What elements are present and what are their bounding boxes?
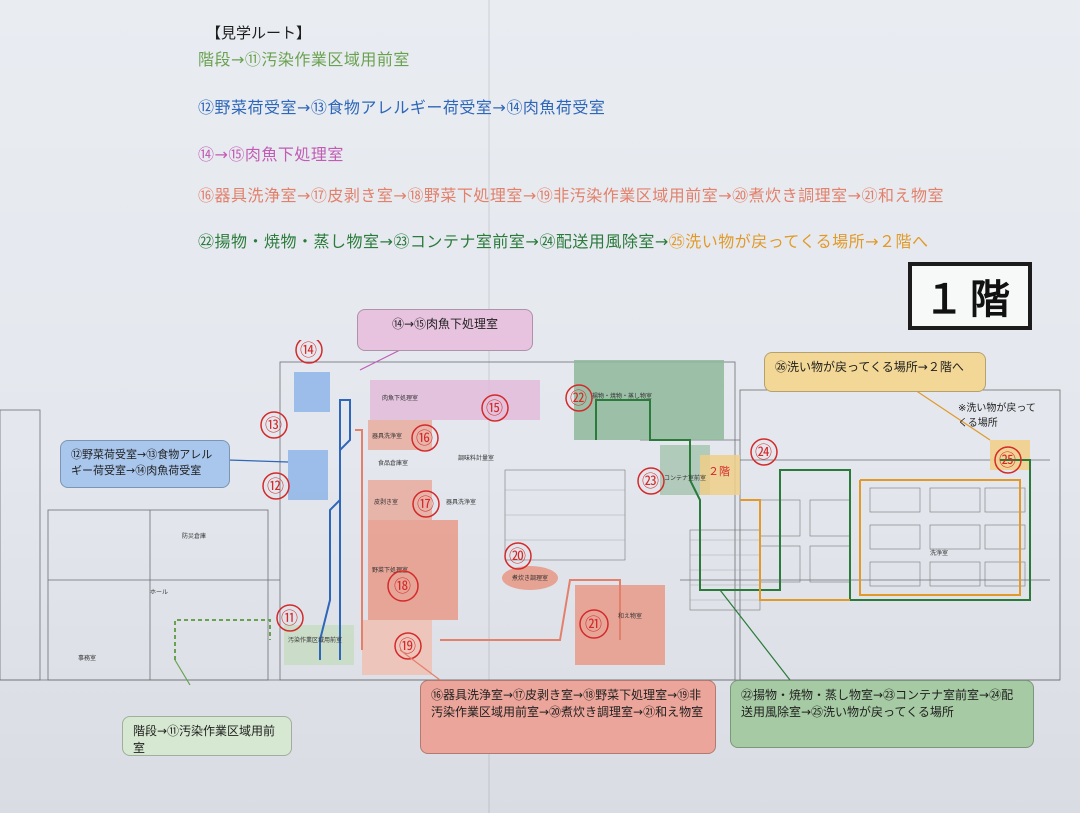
- marker-15: ⑮: [486, 399, 503, 419]
- callout-meat-fish: ⑭→⑮肉魚下処理室: [357, 309, 533, 351]
- label-cook: 煮炊き調理室: [512, 574, 548, 582]
- label-seasoning: 調味料計量室: [458, 454, 494, 462]
- route-line-receiving: ⑫野菜荷受室→⑬食物アレルギー荷受室→⑭肉魚荷受室: [198, 98, 606, 117]
- label-two-floor: ２階: [708, 464, 730, 478]
- label-veg-pre: 野菜下処理室: [372, 566, 408, 574]
- room-meat-pre: [370, 380, 540, 420]
- label-peel: 皮剥き室: [374, 498, 398, 506]
- marker-16: ⑯: [416, 429, 433, 449]
- room-meat-fish-receiving: [294, 372, 330, 412]
- label-equip-wash: 器具洗浄室: [446, 498, 476, 506]
- label-meat-pre: 肉魚下処理室: [382, 394, 418, 402]
- marker-21: ㉑: [585, 615, 602, 635]
- route-line-stairs: 階段→⑪汚染作業区域用前室: [198, 50, 410, 69]
- label-wash: 洗浄室: [930, 549, 948, 557]
- marker-23: ㉓: [642, 472, 659, 492]
- label-aemono: 和え物室: [618, 612, 642, 620]
- callout-return-top: ㉖洗い物が戻ってくる場所→２階へ: [764, 352, 986, 392]
- marker-11: ⑪: [281, 609, 298, 629]
- marker-14: ⑭: [300, 341, 317, 361]
- callout-stairs: 階段→⑪汚染作業区域用前室: [122, 716, 292, 756]
- room-two-floor: [700, 455, 740, 495]
- floor-plan: 肉魚下処理室 器具洗浄室 食品倉庫室 皮剥き室 器具洗浄室 野菜下処理室 煮炊き…: [0, 340, 1061, 686]
- route-line-fried-part1: ㉒揚物・焼物・蒸し物室→㉓コンテナ室前室→㉔配送用風除室→: [198, 232, 669, 251]
- label-office: 事務室: [78, 654, 96, 662]
- marker-25: ㉕: [999, 451, 1016, 471]
- room-veg-pre: [368, 520, 458, 620]
- marker-22: ㉒: [570, 389, 587, 409]
- callout-return-note: ※洗い物が戻ってくる場所: [958, 403, 1036, 429]
- marker-12: ⑫: [267, 477, 284, 497]
- marker-17: ⑰: [417, 495, 434, 515]
- route-line-washing: ⑯器具洗浄室→⑰皮剥き室→⑱野菜下処理室→⑲非汚染作業区域用前室→⑳煮炊き調理室…: [198, 186, 945, 205]
- marker-13: ⑬: [265, 416, 282, 436]
- label-food-room: 食品倉庫室: [378, 459, 408, 467]
- marker-18: ⑱: [394, 577, 411, 597]
- callout-receiving: ⑫野菜荷受室→⑬食物アレルギー荷受室→⑭肉魚荷受室: [60, 440, 230, 488]
- label-contam: 汚染作業区域用前室: [288, 636, 342, 644]
- route-line-meat-fish: ⑭→⑮肉魚下処理室: [198, 145, 344, 164]
- room-cook-spot: [502, 566, 558, 590]
- marker-19: ⑲: [399, 637, 416, 657]
- route-line-fried: ㉒揚物・焼物・蒸し物室→㉓コンテナ室前室→㉔配送用風除室→㉕洗い物が戻ってくる場…: [198, 228, 929, 252]
- callout-fried: ㉒揚物・焼物・蒸し物室→㉓コンテナ室前室→㉔配送用風除室→㉕洗い物が戻ってくる場…: [730, 680, 1034, 748]
- room-peel: [368, 480, 432, 520]
- route-line-fried-part2: ㉕洗い物が戻ってくる場所→２階へ: [668, 232, 929, 251]
- marker-20: ⑳: [509, 547, 526, 567]
- label-container: コンテナ室前室: [664, 474, 706, 482]
- room-veg-receiving: [288, 450, 328, 500]
- label-hall: ホール: [150, 589, 168, 596]
- label-tool-wash: 器具洗浄室: [372, 432, 402, 440]
- label-storage: 防災倉庫: [182, 532, 206, 540]
- label-fried: 揚物・焼物・蒸し物室: [592, 392, 652, 400]
- route-title: 【見学ルート】: [206, 24, 312, 42]
- floor-badge: １階: [908, 262, 1032, 330]
- callout-washing: ⑯器具洗浄室→⑰皮剥き室→⑱野菜下処理室→⑲非汚染作業区域用前室→⑳煮炊き調理室…: [420, 680, 716, 754]
- marker-24: ㉔: [755, 443, 772, 463]
